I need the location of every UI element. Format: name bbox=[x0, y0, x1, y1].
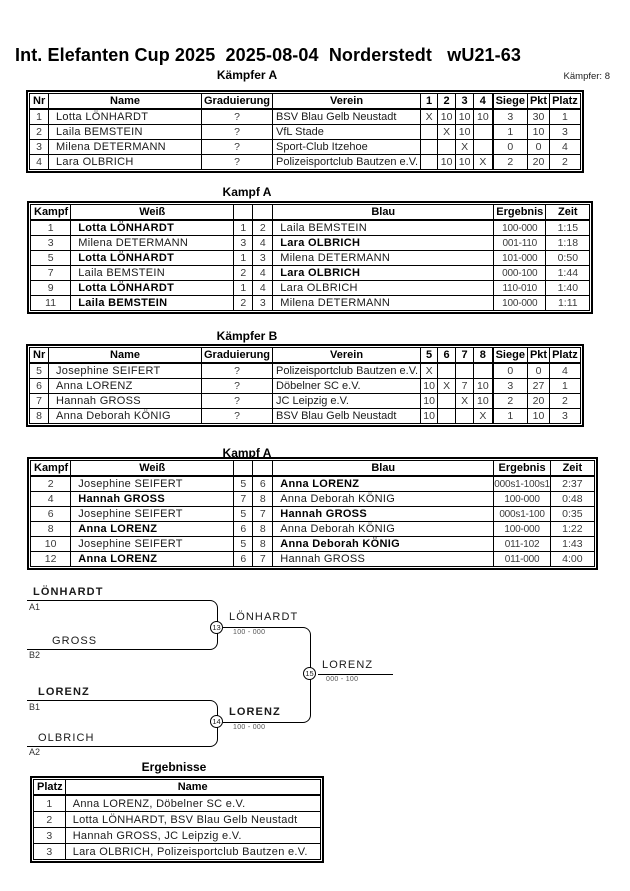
bracket-entry-name: OLBRICH bbox=[38, 732, 95, 744]
fights-b-table: Kampf Weiß Blau Ergebnis Zeit 2 Josephin… bbox=[27, 457, 598, 570]
col-header: 1 bbox=[420, 93, 439, 110]
section-heading-fights-b: Kampf A bbox=[222, 446, 272, 460]
fight-row: 1 Lotta LÖNHARDT 1 2 Laila BEMSTEIN 100-… bbox=[29, 219, 591, 236]
fights-a-table: Kampf Weiß Blau Ergebnis Zeit 1 Lotta LÖ… bbox=[27, 201, 594, 314]
pool-b-table: Nr Name Graduierung Verein 5 6 7 8 Siege… bbox=[26, 344, 584, 427]
bracket-winner-name: LORENZ bbox=[229, 706, 281, 718]
col-header: Platz bbox=[549, 93, 581, 110]
col-header: Weiß bbox=[70, 460, 235, 477]
header-row: Kampf Weiß Blau Ergebnis Zeit bbox=[29, 460, 595, 477]
bracket-entry-name: GROSS bbox=[52, 635, 98, 647]
fighter-count: Kämpfer: 8 bbox=[563, 71, 610, 82]
col-header: Ergebnis bbox=[493, 204, 547, 221]
col-header: Zeit bbox=[549, 460, 595, 477]
header-row: Nr Name Graduierung Verein 1 2 3 4 Siege… bbox=[29, 93, 581, 110]
fight-row: 2 Josephine SEIFERT 5 6 Anna LORENZ 000s… bbox=[29, 475, 595, 492]
fighter-row: 8 Anna Deborah KÖNIG ? BSV Blau Gelb Neu… bbox=[29, 408, 581, 424]
col-header bbox=[233, 460, 254, 477]
bracket-score: 000 - 100 bbox=[326, 676, 359, 683]
fight-row: 8 Anna LORENZ 6 8 Anna Deborah KÖNIG 100… bbox=[29, 521, 595, 537]
fighter-row: 4 Lara OLBRICH ? Polizeisportclub Bautze… bbox=[29, 154, 581, 170]
col-header: 3 bbox=[455, 93, 475, 110]
col-header: Verein bbox=[272, 93, 422, 110]
col-header: Kampf bbox=[29, 460, 72, 477]
header-row: Kampf Weiß Blau Ergebnis Zeit bbox=[29, 204, 591, 221]
bracket-match-number: 14 bbox=[210, 715, 223, 728]
col-header: Zeit bbox=[545, 204, 591, 221]
bracket-match-number: 15 bbox=[303, 667, 316, 680]
bracket-seed-label: A2 bbox=[29, 747, 41, 757]
bracket-connector bbox=[27, 600, 218, 650]
section-heading-fights-a: Kampf A bbox=[222, 185, 272, 199]
col-header: Blau bbox=[272, 204, 495, 221]
col-header: Kampf bbox=[29, 204, 72, 221]
col-header: Verein bbox=[272, 347, 422, 364]
col-header: Graduierung bbox=[200, 347, 274, 364]
result-row: 3 Lara OLBRICH, Polizeisportclub Bautzen… bbox=[33, 843, 321, 860]
bracket-match-number: 13 bbox=[210, 621, 223, 634]
pool-a-table: Nr Name Graduierung Verein 1 2 3 4 Siege… bbox=[26, 90, 584, 173]
col-header: Siege bbox=[491, 347, 528, 364]
section-heading-pool-a: Kämpfer A bbox=[216, 68, 278, 82]
fighter-row: 2 Laila BEMSTEIN ? VfL Stade X 10 1 10 3 bbox=[29, 124, 581, 140]
fight-row: 7 Laila BEMSTEIN 2 4 Lara OLBRICH 000-10… bbox=[29, 265, 591, 281]
fight-row: 10 Josephine SEIFERT 5 8 Anna Deborah KÖ… bbox=[29, 536, 595, 552]
col-header: Name bbox=[48, 93, 202, 110]
fighter-row: 7 Hannah GROSS ? JC Leipzig e.V. 10 X 10… bbox=[29, 393, 581, 409]
bracket-connector bbox=[27, 700, 218, 747]
col-header: Graduierung bbox=[200, 93, 274, 110]
section-heading-pool-b: Kämpfer B bbox=[216, 329, 278, 343]
fighter-row: 5 Josephine SEIFERT ? Polizeisportclub B… bbox=[29, 362, 581, 379]
bracket-seed-label: B2 bbox=[29, 650, 41, 660]
bracket-final-line bbox=[318, 674, 393, 675]
col-header: Weiß bbox=[70, 204, 235, 221]
header-row: Nr Name Graduierung Verein 5 6 7 8 Siege… bbox=[29, 347, 581, 364]
col-header: Blau bbox=[272, 460, 495, 477]
result-row: 3 Hannah GROSS, JC Leipzig e.V. bbox=[33, 827, 321, 844]
col-header bbox=[233, 204, 254, 221]
result-row: 1 Anna LORENZ, Döbelner SC e.V. bbox=[33, 794, 321, 812]
fight-row: 12 Anna LORENZ 6 7 Hannah GROSS 011-000 … bbox=[29, 551, 595, 567]
bracket-winner-name: LÖNHARDT bbox=[229, 611, 299, 623]
col-header: Pkt bbox=[526, 347, 551, 364]
fight-row: 9 Lotta LÖNHARDT 1 4 Lara OLBRICH 110-01… bbox=[29, 280, 591, 296]
col-header bbox=[252, 204, 274, 221]
col-header: 7 bbox=[455, 347, 475, 364]
bracket-entry-name: LÖNHARDT bbox=[33, 586, 104, 598]
col-header: Ergebnis bbox=[493, 460, 551, 477]
col-header: 4 bbox=[473, 93, 494, 110]
col-header: 6 bbox=[437, 347, 457, 364]
fight-row: 4 Hannah GROSS 7 8 Anna Deborah KÖNIG 10… bbox=[29, 491, 595, 507]
fighter-row: 3 Milena DETERMANN ? Sport-Club Itzehoe … bbox=[29, 139, 581, 155]
fighter-row: 6 Anna LORENZ ? Döbelner SC e.V. 10 X 7 … bbox=[29, 378, 581, 394]
bracket-entry-name: LORENZ bbox=[38, 686, 90, 698]
col-header: Siege bbox=[491, 93, 528, 110]
col-header: Nr bbox=[29, 93, 49, 110]
fight-row: 11 Laila BEMSTEIN 2 3 Milena DETERMANN 1… bbox=[29, 295, 591, 311]
col-header: Pkt bbox=[526, 93, 551, 110]
col-header: Name bbox=[64, 779, 321, 796]
col-header: Platz bbox=[33, 779, 66, 796]
col-header: Platz bbox=[549, 347, 581, 364]
col-header bbox=[252, 460, 274, 477]
section-heading-results: Ergebnisse bbox=[141, 760, 207, 774]
fighter-row: 1 Lotta LÖNHARDT ? BSV Blau Gelb Neustad… bbox=[29, 108, 581, 125]
fight-row: 3 Milena DETERMANN 3 4 Lara OLBRICH 001-… bbox=[29, 235, 591, 251]
header-row: Platz Name bbox=[33, 779, 321, 796]
result-row: 2 Lotta LÖNHARDT, BSV Blau Gelb Neustadt bbox=[33, 811, 321, 828]
fight-row: 5 Lotta LÖNHARDT 1 3 Milena DETERMANN 10… bbox=[29, 250, 591, 266]
col-header: 8 bbox=[473, 347, 494, 364]
col-header: 5 bbox=[420, 347, 439, 364]
bracket-winner-name: LORENZ bbox=[322, 659, 374, 671]
results-table: Platz Name 1 Anna LORENZ, Döbelner SC e.… bbox=[30, 776, 324, 863]
fight-row: 6 Josephine SEIFERT 5 7 Hannah GROSS 000… bbox=[29, 506, 595, 522]
col-header: Name bbox=[48, 347, 202, 364]
col-header: Nr bbox=[29, 347, 49, 364]
bracket-score: 100 - 000 bbox=[233, 629, 266, 636]
col-header: 2 bbox=[437, 93, 457, 110]
bracket-score: 100 - 000 bbox=[233, 724, 266, 731]
page-title: Int. Elefanten Cup 2025 2025-08-04 Norde… bbox=[15, 45, 521, 65]
